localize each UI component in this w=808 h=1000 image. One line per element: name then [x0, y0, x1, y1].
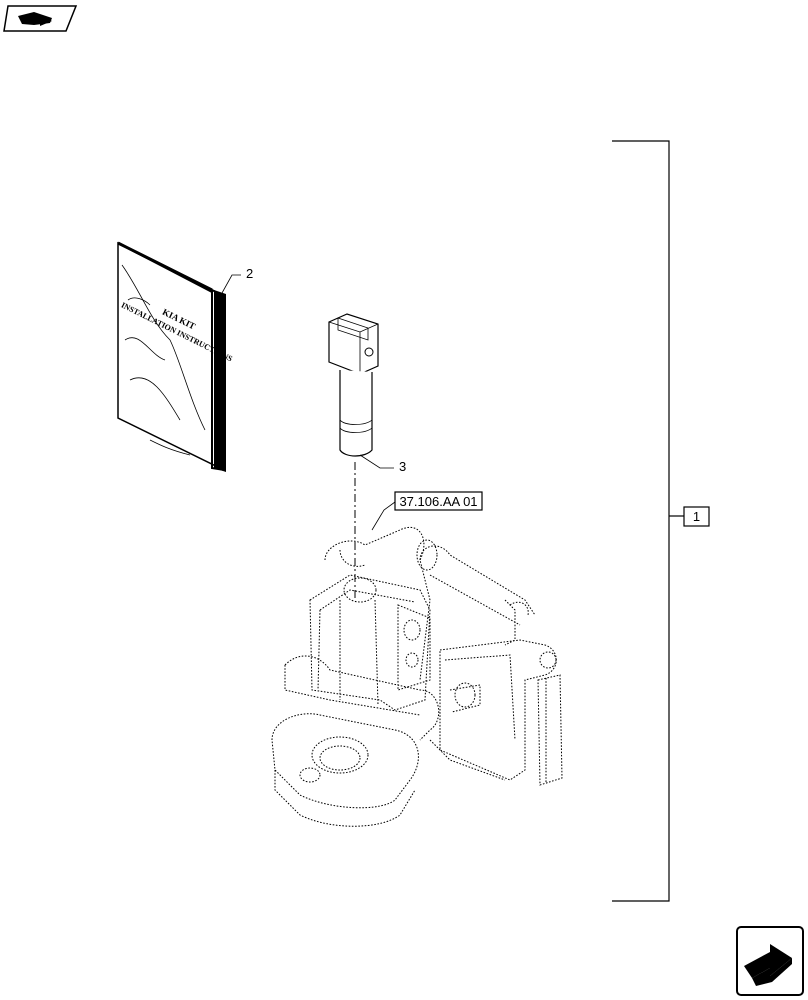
callout-1-label: 1	[693, 509, 700, 524]
reference-label: 37.106.AA 01	[399, 494, 477, 509]
reference-callout: 37.106.AA 01	[371, 491, 483, 531]
kit-bracket	[612, 140, 684, 902]
callout-3: 3	[359, 454, 406, 474]
callout-1: 1	[683, 506, 710, 527]
callout-2: 2	[221, 266, 253, 294]
instruction-booklet: KIA KIT INSTALLATION INSTRUCTIONS	[117, 241, 234, 472]
callout-3-label: 3	[399, 459, 406, 474]
previous-page-arrow-icon[interactable]	[3, 5, 78, 32]
coupling-pin	[328, 313, 379, 457]
next-page-arrow-icon[interactable]	[736, 926, 804, 996]
hitch-assembly	[271, 526, 563, 827]
callout-2-label: 2	[246, 266, 253, 281]
